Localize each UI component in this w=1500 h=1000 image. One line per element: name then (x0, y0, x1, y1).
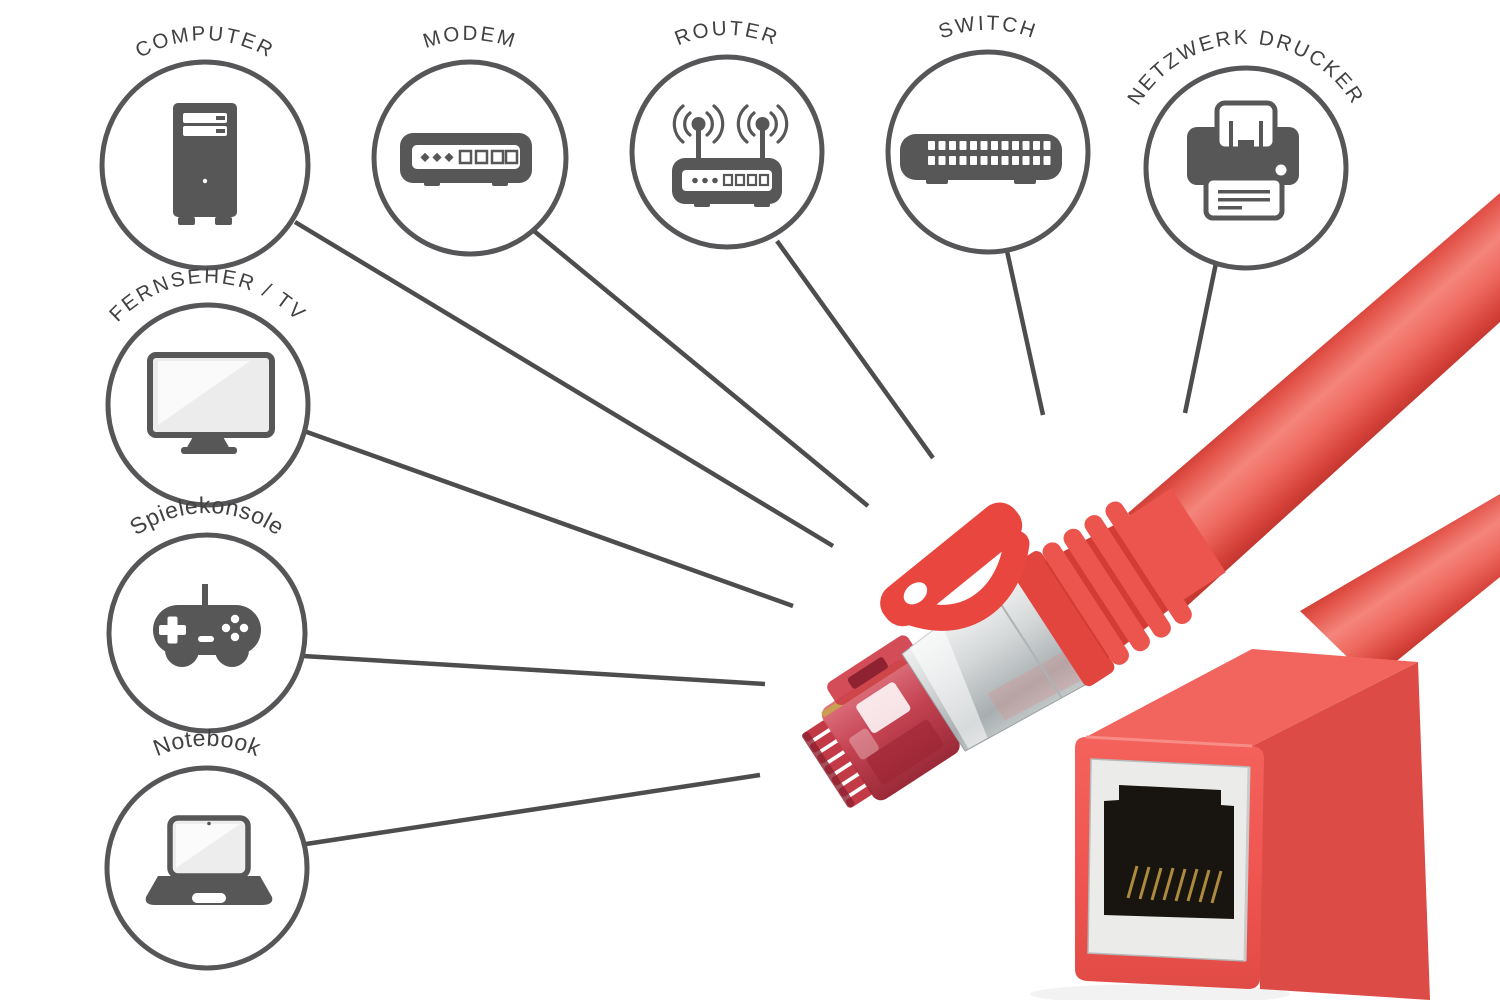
wifi-waves (672, 104, 789, 144)
printer-icon (1187, 100, 1299, 221)
tv-icon (147, 352, 275, 454)
coupler-top-face (1086, 649, 1418, 746)
plug-contact-comb (801, 720, 873, 808)
line-router (775, 239, 935, 460)
modem-icon (400, 133, 532, 186)
gamepad-icon (153, 584, 261, 667)
boot-collar (1011, 551, 1115, 687)
svg-text:ROUTER: ROUTER (672, 17, 783, 50)
line-tv (303, 428, 794, 609)
device-label: MODEM (420, 22, 517, 53)
device-notebook: Notebook (104, 725, 310, 971)
device-netzwerk-drucker: NETZWERK DRUCKER (1123, 26, 1367, 271)
boot-hook-paddle (880, 502, 1023, 627)
boot-cable-stub (1129, 488, 1226, 600)
plug-highlight-2 (849, 728, 879, 760)
device-circle (629, 54, 825, 250)
plug-cable (1128, 193, 1500, 607)
device-computer: COMPUTER (99, 22, 311, 271)
socket-gold-pins (1126, 865, 1223, 904)
coupler-edge-highlight (1085, 735, 1253, 748)
device-switch: SWITCH (885, 12, 1091, 255)
plug-core (866, 719, 944, 785)
coupler-socket (1104, 785, 1234, 919)
svg-text:Notebook: Notebook (149, 725, 264, 761)
device-modem: MODEM (371, 22, 569, 257)
device-spielekonsole: Spielekonsole (106, 492, 308, 734)
connector-lines (293, 220, 1219, 847)
svg-text:COMPUTER: COMPUTER (132, 22, 279, 63)
device-router: ROUTER (629, 17, 825, 250)
rj45-plug (801, 488, 1226, 808)
gamepad-dpad (159, 616, 186, 644)
laptop-icon (145, 815, 273, 905)
device-fernseher-tv: FERNSEHER / TV (105, 265, 311, 508)
line-drucker (1182, 262, 1219, 414)
plug-highlight (856, 682, 911, 733)
line-switch (1004, 250, 1046, 416)
svg-text:SWITCH: SWITCH (936, 12, 1041, 44)
wifi-router-icon (672, 104, 789, 207)
line-konsole (302, 653, 766, 687)
line-computer (293, 220, 835, 548)
boot-ridges (1042, 501, 1192, 665)
gamepad-buttons (221, 614, 249, 642)
device-label: ROUTER (672, 17, 780, 50)
network-switch-icon (900, 134, 1062, 184)
line-notebook (305, 772, 761, 847)
faceplate-bevel (1243, 766, 1251, 962)
device-label: Notebook (149, 725, 264, 761)
coupler-cable (1300, 494, 1500, 681)
device-label: COMPUTER (132, 22, 276, 63)
svg-text:MODEM: MODEM (420, 22, 519, 53)
coupler-shadow (1030, 984, 1290, 1000)
coupler-side-face (1252, 662, 1430, 1000)
plug-latch (827, 635, 918, 706)
line-modem (532, 229, 870, 508)
rj45-coupler (1030, 649, 1430, 1000)
desktop-tower-icon (173, 103, 237, 225)
patch-cable-photo (801, 193, 1500, 1000)
device-label: SWITCH (936, 12, 1038, 44)
